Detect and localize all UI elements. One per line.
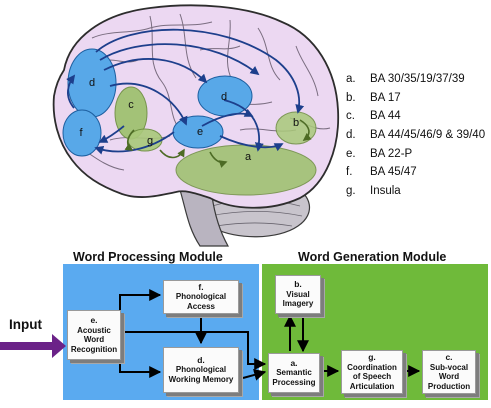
- region-g-label: g: [147, 135, 153, 147]
- legend-key: e.: [346, 147, 356, 160]
- legend-key: d.: [346, 129, 356, 142]
- box-label: Sub-vocal Word Production: [427, 362, 471, 391]
- region-f: [62, 109, 102, 157]
- region-f-label: f: [79, 127, 83, 139]
- box-sub-vocal-word-production: c. Sub-vocal Word Production: [422, 350, 476, 394]
- legend-area: BA 30/35/19/37/39: [370, 73, 465, 86]
- input-arrow: [0, 334, 66, 358]
- box-tag: d.: [197, 354, 205, 365]
- word-processing-title: Word Processing Module: [73, 250, 223, 264]
- region-d-parietal-label: d: [221, 91, 227, 103]
- box-semantic-processing: a. Semantic Processing: [268, 353, 320, 393]
- legend-key: c.: [346, 110, 355, 123]
- legend-key: g.: [346, 184, 356, 197]
- box-phonological-working-memory: d. Phonological Working Memory: [163, 347, 239, 393]
- legend-key: a.: [346, 73, 356, 86]
- legend-area: BA 45/47: [370, 166, 417, 179]
- box-label: Visual Imagery: [282, 289, 314, 309]
- legend-area: BA 17: [370, 91, 401, 104]
- box-label: Phonological Working Memory: [168, 365, 234, 384]
- legend-row: d. BA 44/45/46/9 & 39/40: [346, 126, 491, 145]
- legend-row: g. Insula: [346, 182, 491, 201]
- legend-key: b.: [346, 91, 356, 104]
- legend-area: BA 22-P: [370, 147, 413, 160]
- legend-row: a. BA 30/35/19/37/39: [346, 70, 491, 89]
- brain-illustration: d f c g e d a b: [52, 4, 340, 247]
- region-e-label: e: [197, 126, 203, 138]
- region-d-front-label: d: [89, 77, 95, 89]
- brainstem: [179, 189, 230, 247]
- box-coordination-of-speech-articulation: g. Coordination of Speech Articulation: [341, 350, 403, 394]
- legend-row: c. BA 44: [346, 107, 491, 126]
- brodmann-legend: a. BA 30/35/19/37/39 b. BA 17 c. BA 44 d. BA…: [346, 70, 491, 200]
- box-tag: a.: [290, 357, 298, 368]
- box-tag: c.: [445, 352, 453, 362]
- word-generation-title: Word Generation Module: [298, 250, 447, 264]
- box-tag: b.: [294, 279, 302, 290]
- box-tag: f.: [198, 281, 204, 292]
- box-acoustic-word-recognition: e. Acoustic Word Recognition: [67, 310, 121, 360]
- region-c-label: c: [128, 99, 134, 111]
- green-arrows: [124, 119, 312, 168]
- box-label: Phonological Access: [175, 292, 227, 311]
- input-label: Input: [9, 317, 42, 332]
- legend-key: f.: [346, 166, 353, 179]
- box-label: Semantic Processing: [272, 368, 316, 387]
- box-tag: e.: [90, 315, 98, 325]
- box-label: Coordination of Speech Articulation: [347, 362, 397, 391]
- legend-area: BA 44/45/46/9 & 39/40: [370, 129, 486, 142]
- legend-row: f. BA 45/47: [346, 163, 491, 182]
- region-b-label: b: [293, 117, 299, 129]
- legend-area: Insula: [370, 184, 401, 197]
- box-phonological-access: f. Phonological Access: [163, 280, 239, 314]
- region-a-label: a: [245, 151, 252, 163]
- legend-row: b. BA 17: [346, 89, 491, 108]
- box-visual-imagery: b. Visual Imagery: [275, 275, 321, 314]
- box-tag: g.: [368, 352, 376, 362]
- connection-arrows: [66, 28, 305, 155]
- box-label: Acoustic Word Recognition: [70, 325, 118, 354]
- legend-area: BA 44: [370, 110, 401, 123]
- legend-row: e. BA 22-P: [346, 144, 491, 163]
